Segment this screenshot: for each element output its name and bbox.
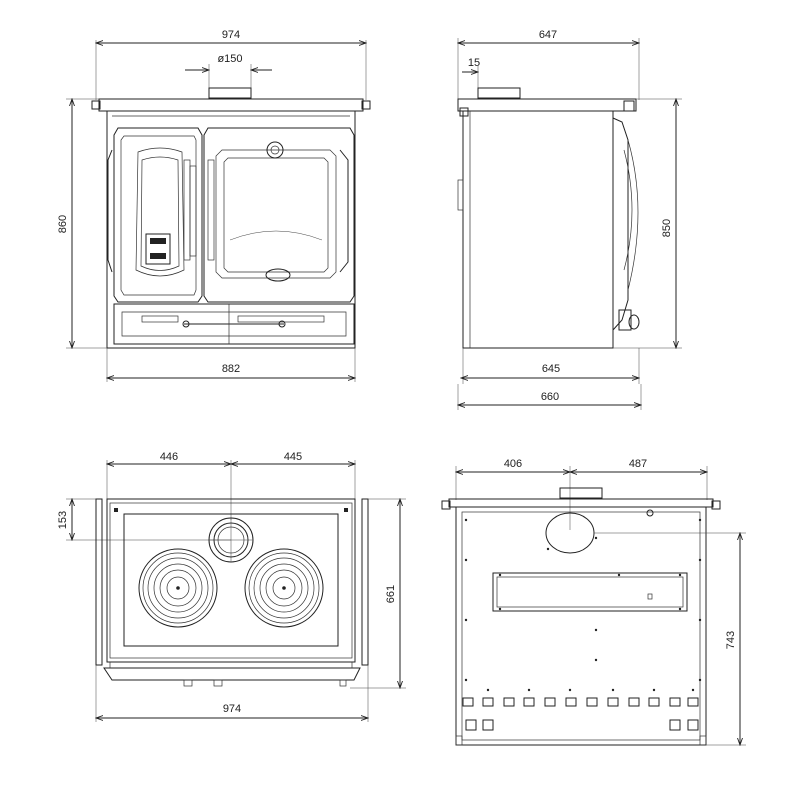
front-width-label: 974 (222, 29, 240, 41)
hotplate-right (244, 548, 324, 628)
side-rail-left (95, 498, 103, 666)
flue-offset-dimension: 15 (462, 57, 480, 88)
side-height-dimension: 850 (613, 99, 682, 348)
rear-view: 406 487 (441, 458, 746, 746)
thermometer-icon (266, 141, 284, 159)
rail-knob-right (361, 100, 371, 110)
flue-diameter-dimension: ø150 (185, 53, 272, 96)
rear-panel (455, 506, 707, 746)
hob-top (106, 498, 356, 663)
side-hob-plate (457, 98, 637, 112)
top-depth-dimension: 661 (350, 499, 406, 688)
front-view: 974 ø150 (57, 29, 371, 382)
rear-flue-collar (559, 487, 603, 499)
side-total-depth-label: 660 (541, 391, 559, 403)
side-flue-collar (477, 87, 521, 99)
hotplate-left (138, 548, 218, 628)
side-body-depth-dimension: 645 (461, 348, 639, 384)
top-view: 446 445 153 (57, 451, 406, 722)
front-base-dimension: 882 (107, 348, 355, 382)
front-height-label: 860 (57, 215, 69, 233)
rear-flue-to-right-label: 487 (629, 458, 647, 470)
oven-door (203, 127, 355, 303)
top-flue-position-dimension: 446 445 (107, 451, 355, 520)
towel-rail (103, 667, 361, 681)
ash-drawer (113, 303, 355, 345)
side-body-depth-label: 645 (542, 363, 560, 375)
rear-hob-edge (448, 498, 714, 508)
top-width-label: 974 (223, 703, 241, 715)
rear-flue-position-dimension: 406 487 (456, 458, 707, 530)
rear-left-to-flue-label: 406 (504, 458, 522, 470)
air-vent (145, 233, 171, 265)
top-depth-label: 661 (385, 585, 397, 603)
side-depth-dimension: 647 (458, 29, 639, 100)
hob-plate-edge (98, 98, 364, 112)
top-width-dimension: 974 (96, 665, 368, 722)
top-flue-back-dimension: 153 (57, 499, 231, 540)
top-flue-back-label: 153 (57, 511, 69, 529)
rear-flue-height-dimension: 743 (706, 533, 746, 745)
stove-body (106, 110, 356, 349)
flue-collar (208, 87, 252, 99)
side-rail-right (361, 498, 369, 666)
side-depth-label: 647 (539, 29, 557, 41)
top-flue-to-right-label: 445 (284, 451, 302, 463)
rail-knob-left (91, 100, 101, 110)
rear-flue-height-label: 743 (725, 631, 737, 649)
side-panel (462, 110, 614, 349)
flue-offset-label: 15 (468, 57, 480, 69)
front-width-dimension: 974 (96, 29, 366, 100)
flue-ring (208, 517, 254, 563)
oven-handle (265, 268, 291, 282)
rear-access-panel (492, 572, 688, 612)
side-total-depth-dimension: 660 (458, 384, 641, 410)
vent-slots (455, 688, 707, 746)
front-base-label: 882 (222, 363, 240, 375)
top-left-to-flue-label: 446 (160, 451, 178, 463)
side-height-label: 850 (661, 219, 673, 237)
cooking-plate (123, 513, 339, 647)
side-view: 647 15 850 645 (458, 29, 682, 410)
flue-diameter-label: ø150 (217, 53, 242, 65)
front-height-dimension: 860 (57, 99, 107, 348)
firebox-door (107, 127, 203, 303)
